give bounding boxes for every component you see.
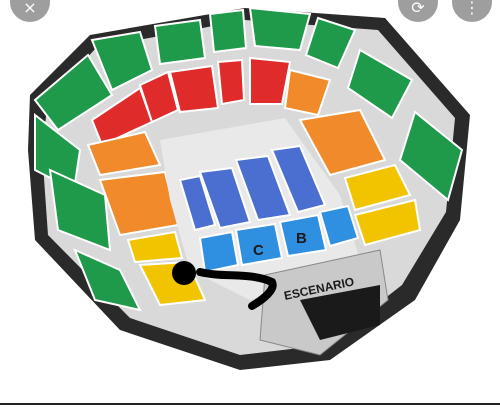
stage-dark-face <box>300 285 380 340</box>
section-green <box>73 248 142 312</box>
blue-dark-sections <box>178 144 327 232</box>
section-blue-dark <box>178 174 217 232</box>
section-label-c: C <box>253 242 264 259</box>
section-green <box>90 30 154 92</box>
blue-light-sections <box>198 204 360 274</box>
section-green <box>304 16 357 70</box>
section-blue-light <box>318 204 360 248</box>
close-icon[interactable]: × <box>10 0 50 22</box>
section-orange <box>283 68 332 117</box>
section-green <box>33 53 114 132</box>
section-green <box>398 110 464 202</box>
location-marker-dot <box>172 261 196 285</box>
section-label-b: B <box>296 230 307 247</box>
green-sections <box>33 6 464 312</box>
section-blue-light <box>278 213 328 258</box>
section-green <box>248 6 312 52</box>
section-blue-light <box>198 230 240 274</box>
section-green <box>346 48 414 120</box>
section-red <box>138 70 180 124</box>
red-sections <box>90 56 292 147</box>
bottom-divider <box>0 403 500 415</box>
section-red <box>216 58 246 106</box>
section-blue-dark <box>270 144 327 214</box>
section-blue-light <box>234 222 284 267</box>
section-red <box>249 56 292 105</box>
section-green <box>208 8 248 54</box>
section-orange <box>298 108 387 177</box>
section-blue-dark <box>198 166 252 230</box>
location-marker-arrow <box>196 268 277 310</box>
section-yellow <box>126 230 184 264</box>
section-orange <box>86 130 162 177</box>
section-yellow <box>343 163 412 212</box>
section-yellow <box>353 198 422 247</box>
share-icon[interactable]: ⟳ <box>398 0 438 22</box>
section-green <box>153 18 207 66</box>
section-red <box>168 64 220 114</box>
section-green <box>48 168 112 252</box>
section-blue-dark <box>234 154 292 222</box>
more-options-icon[interactable]: ⋮ <box>452 0 492 22</box>
